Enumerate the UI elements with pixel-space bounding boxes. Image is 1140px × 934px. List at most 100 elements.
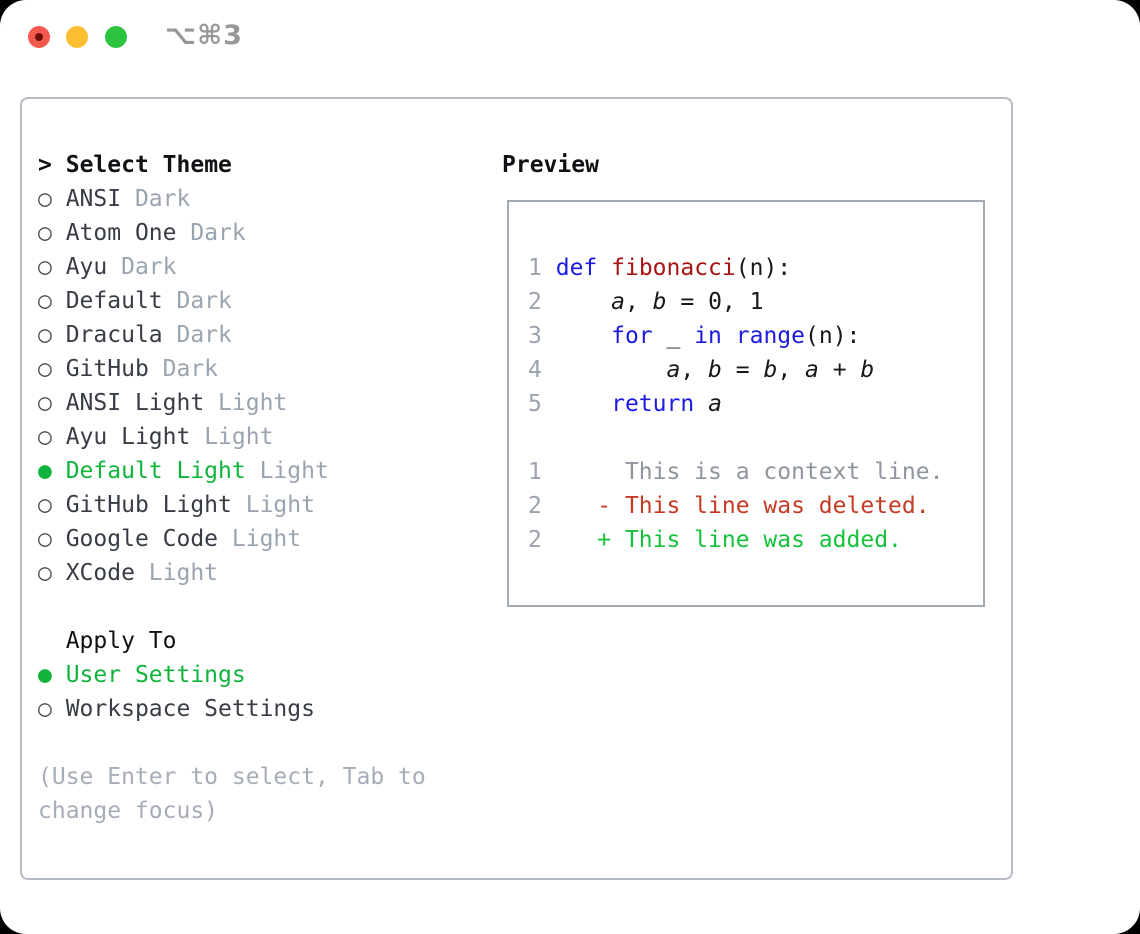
theme-options: ○ ANSI Dark○ Atom One Dark○ Ayu Dark○ De… [38, 182, 478, 590]
code-token [542, 493, 597, 519]
theme-name: Ayu [51, 254, 122, 280]
theme-option-default-light[interactable]: ● Default Light Light [38, 454, 478, 488]
select-theme-header: > Select Theme [38, 152, 232, 178]
theme-name: XCode [51, 560, 149, 586]
theme-variant: Dark [176, 288, 232, 314]
code-token [542, 323, 611, 349]
theme-option-default[interactable]: ○ Default Dark [38, 284, 478, 318]
code-token: def [555, 255, 598, 281]
apply-option-user-settings[interactable]: ● User Settings [38, 658, 478, 692]
code-token: b [708, 357, 722, 383]
code-line: 3 for _ in range(n): [528, 319, 983, 353]
code-token: b [860, 357, 875, 383]
code-token: fibonacci [611, 255, 736, 281]
theme-name: Default [51, 288, 177, 314]
close-button[interactable] [28, 26, 50, 48]
code-token: = 0, 1 [666, 289, 764, 315]
theme-option-dracula[interactable]: ○ Dracula Dark [38, 318, 478, 352]
code-token: range [735, 323, 806, 349]
radio-unselected-icon: ○ [38, 492, 52, 518]
code-token: - This line was deleted. [597, 493, 930, 519]
line-number: 2 [528, 493, 542, 519]
code-line: 5 return a [528, 387, 983, 421]
code-token: b [763, 357, 778, 383]
help-line: (Use Enter to select, Tab to [38, 764, 426, 790]
line-number: 3 [528, 323, 542, 349]
theme-name: Default Light [51, 458, 260, 484]
radio-unselected-icon: ○ [38, 356, 52, 382]
apply-option-workspace-settings[interactable]: ○ Workspace Settings [38, 692, 478, 726]
theme-option-google-code[interactable]: ○ Google Code Light [38, 522, 478, 556]
theme-option-ayu[interactable]: ○ Ayu Dark [38, 250, 478, 284]
line-number: 5 [528, 391, 542, 417]
code-token: a [805, 357, 819, 383]
radio-unselected-icon: ○ [38, 220, 52, 246]
theme-option-xcode[interactable]: ○ XCode Light [38, 556, 478, 590]
apply-to-header: Apply To [65, 628, 177, 654]
theme-variant: Dark [190, 220, 246, 246]
theme-option-github-light[interactable]: ○ GitHub Light Light [38, 488, 478, 522]
code-token: _ [652, 323, 695, 349]
titlebar: ⌥⌘3 [0, 0, 1140, 75]
code-line: 1 def fibonacci(n): [528, 251, 983, 285]
radio-selected-icon: ● [38, 458, 52, 484]
radio-unselected-icon: ○ [38, 424, 52, 450]
theme-option-ansi[interactable]: ○ ANSI Dark [38, 182, 478, 216]
code-token: (n): [735, 255, 792, 281]
code-token: , [680, 357, 709, 383]
focus-cursor-icon: > [38, 152, 52, 178]
code-token: a [611, 289, 625, 315]
diff-preview: 1 This is a context line.2 - This line w… [528, 455, 983, 557]
theme-variant: Light [231, 526, 302, 552]
code-token [694, 391, 708, 417]
apply-option-label: User Settings [51, 662, 246, 688]
theme-variant: Dark [176, 322, 232, 348]
minimize-button[interactable] [66, 26, 88, 48]
code-token [597, 255, 611, 281]
radio-unselected-icon: ○ [38, 390, 52, 416]
theme-variant: Dark [121, 254, 177, 280]
apply-option-label: Workspace Settings [51, 696, 315, 722]
radio-unselected-icon: ○ [38, 696, 52, 722]
code-token: (n): [805, 323, 861, 349]
radio-unselected-icon: ○ [38, 322, 52, 348]
theme-variant: Light [259, 458, 329, 484]
theme-option-github[interactable]: ○ GitHub Dark [38, 352, 478, 386]
zoom-button[interactable] [105, 26, 127, 48]
code-token: , [777, 357, 806, 383]
code-token [542, 357, 667, 383]
theme-variant: Light [245, 492, 315, 518]
theme-name: Google Code [51, 526, 232, 552]
line-number: 2 [528, 527, 542, 553]
help-line: change focus) [38, 798, 219, 824]
theme-name: GitHub [51, 356, 163, 382]
theme-name: Ayu Light [51, 424, 205, 450]
code-token: , [624, 289, 653, 315]
theme-name: Atom One [51, 220, 191, 246]
help-text: (Use Enter to select, Tab to change focus… [38, 760, 478, 828]
code-line: 2 a, b = 0, 1 [528, 285, 983, 319]
line-number: 1 [528, 255, 542, 281]
radio-unselected-icon: ○ [38, 526, 52, 552]
theme-option-ayu-light[interactable]: ○ Ayu Light Light [38, 420, 478, 454]
code-token: + This line was added. [597, 527, 902, 553]
close-dot-icon [35, 33, 43, 41]
theme-option-ansi-light[interactable]: ○ ANSI Light Light [38, 386, 478, 420]
radio-unselected-icon: ○ [38, 254, 52, 280]
code-token: + [818, 357, 861, 383]
theme-name: ANSI Light [51, 390, 219, 416]
code-token: in [694, 323, 722, 349]
preview-header: Preview [502, 152, 599, 178]
code-token [542, 527, 597, 553]
code-token: This is a context line. [541, 459, 944, 485]
theme-option-atom-one[interactable]: ○ Atom One Dark [38, 216, 478, 250]
theme-variant: Light [218, 390, 288, 416]
radio-selected-icon: ● [38, 662, 52, 688]
code-token: a [666, 357, 681, 383]
code-token: return [611, 391, 695, 417]
theme-variant: Light [204, 424, 274, 450]
radio-unselected-icon: ○ [38, 186, 52, 212]
line-number: 4 [528, 357, 542, 383]
